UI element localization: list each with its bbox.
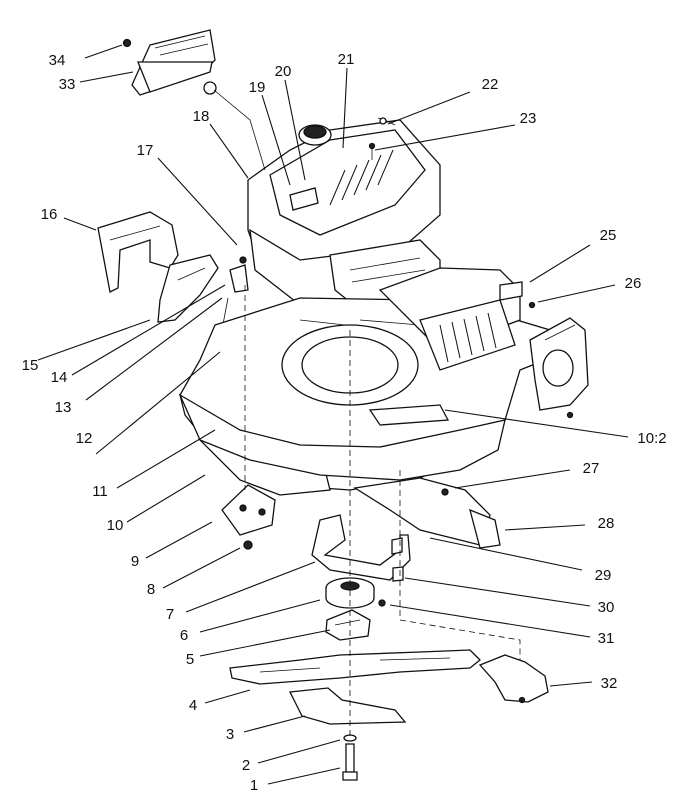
callout-labels: 1 2 3 4 5 6 7 8 9 10 10:2 11 12 13 14 15… xyxy=(22,51,667,794)
callout-12: 12 xyxy=(76,430,93,447)
part-adapter-5 xyxy=(325,609,371,641)
callout-29: 29 xyxy=(595,567,612,584)
callout-28: 28 xyxy=(598,515,615,532)
callout-10: 10 xyxy=(107,517,124,534)
callout-26: 26 xyxy=(625,275,642,292)
callout-15: 15 xyxy=(22,357,39,374)
callout-2: 2 xyxy=(242,757,250,774)
callout-3: 3 xyxy=(226,726,234,743)
part-screw-34 xyxy=(122,38,132,48)
callout-32: 32 xyxy=(601,675,618,692)
callout-13: 13 xyxy=(55,399,72,416)
callout-7: 7 xyxy=(166,606,174,623)
part-rear-skirt-29 xyxy=(353,477,501,549)
callout-10-2: 10:2 xyxy=(637,430,666,447)
callout-33: 33 xyxy=(59,76,76,93)
part-bracket-16 xyxy=(97,211,179,293)
callout-6: 6 xyxy=(180,627,188,644)
callout-9: 9 xyxy=(131,553,139,570)
callout-4: 4 xyxy=(189,697,197,714)
part-plate-3 xyxy=(288,687,407,725)
callout-27: 27 xyxy=(583,460,600,477)
callout-21: 21 xyxy=(338,51,355,68)
callout-22: 22 xyxy=(482,76,499,93)
part-bracket-9 xyxy=(221,484,276,536)
callout-31: 31 xyxy=(598,630,615,647)
callout-14: 14 xyxy=(51,369,68,386)
callout-16: 16 xyxy=(41,206,58,223)
callout-5: 5 xyxy=(186,651,194,668)
part-engine xyxy=(247,117,441,311)
leader-lines xyxy=(37,44,629,785)
part-pulley-6 xyxy=(325,577,375,609)
callout-18: 18 xyxy=(193,108,210,125)
part-nut-8 xyxy=(243,540,253,550)
callout-8: 8 xyxy=(147,581,155,598)
part-key-30 xyxy=(391,537,404,582)
part-baffle-10-2 xyxy=(368,404,450,426)
part-cover-32 xyxy=(478,654,549,704)
part-bolt-1 xyxy=(342,743,358,781)
callout-20: 20 xyxy=(275,63,292,80)
part-grill-25 xyxy=(378,267,536,371)
alignment-lines xyxy=(213,89,521,740)
part-deflector-33 xyxy=(131,29,217,96)
callout-25: 25 xyxy=(600,227,617,244)
parts-drawing xyxy=(97,29,589,781)
callout-19: 19 xyxy=(249,79,266,96)
callout-17: 17 xyxy=(137,142,154,159)
callout-11: 11 xyxy=(92,483,108,500)
callout-1: 1 xyxy=(250,777,258,794)
part-blade-4 xyxy=(229,649,481,685)
part-screw-31 xyxy=(378,599,386,607)
callout-34: 34 xyxy=(49,52,66,69)
part-height-plate xyxy=(529,317,589,419)
callout-30: 30 xyxy=(598,599,615,616)
callout-23: 23 xyxy=(520,110,537,127)
